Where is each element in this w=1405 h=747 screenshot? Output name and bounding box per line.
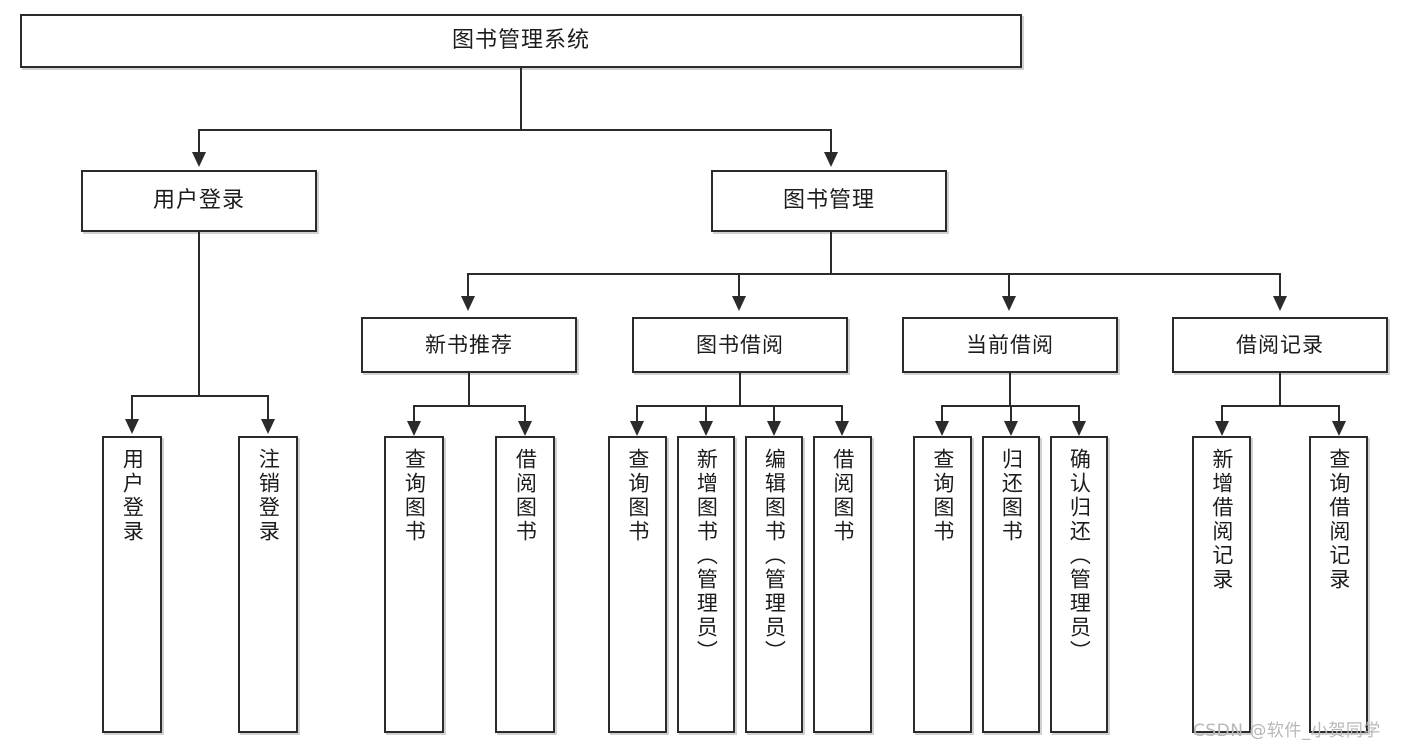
node-leaf-confirm-return[interactable]: 确认归还（管理员） bbox=[1050, 436, 1108, 733]
connector-root-stem bbox=[520, 68, 522, 130]
connector-book-borrow-c4 bbox=[841, 405, 843, 423]
connector-current-borrow-c1 bbox=[941, 405, 943, 423]
arrowhead-borrow-record bbox=[1273, 296, 1287, 311]
node-borrow-record-label: 借阅记录 bbox=[1236, 332, 1324, 357]
node-leaf-user-login-label: 用户登录 bbox=[120, 448, 145, 544]
connector-to-borrow-record bbox=[1279, 273, 1281, 299]
connector-book-borrow-stem bbox=[739, 373, 741, 406]
node-book-borrow-label: 图书借阅 bbox=[696, 332, 784, 357]
arrowhead-user-login bbox=[192, 152, 206, 167]
arrowhead-leaf-user-login bbox=[125, 419, 139, 434]
node-new-book-rec-label: 新书推荐 bbox=[425, 332, 513, 357]
node-leaf-query-book-3-label: 查询图书 bbox=[930, 448, 955, 544]
connector-book-manage-stem bbox=[830, 232, 832, 274]
connector-current-borrow-c2 bbox=[1010, 405, 1012, 423]
node-leaf-edit-book[interactable]: 编辑图书（管理员） bbox=[745, 436, 803, 733]
node-current-borrow-label: 当前借阅 bbox=[966, 332, 1054, 357]
node-leaf-query-book-1[interactable]: 查询图书 bbox=[384, 436, 444, 733]
node-user-login-label: 用户登录 bbox=[152, 188, 245, 214]
node-leaf-query-book-2[interactable]: 查询图书 bbox=[608, 436, 667, 733]
node-borrow-record[interactable]: 借阅记录 bbox=[1172, 317, 1388, 373]
node-leaf-add-book-label: 新增图书（管理员） bbox=[694, 448, 719, 664]
arrowhead-leaf-query-book-1 bbox=[407, 421, 421, 436]
node-leaf-user-logout-label: 注销登录 bbox=[256, 448, 281, 544]
node-leaf-confirm-return-label: 确认归还（管理员） bbox=[1067, 448, 1092, 664]
arrowhead-leaf-edit-book bbox=[767, 421, 781, 436]
node-user-login[interactable]: 用户登录 bbox=[81, 170, 317, 232]
connector-new-book-rec-c2 bbox=[524, 405, 526, 423]
connector-borrow-record-bus bbox=[1221, 405, 1340, 407]
node-current-borrow[interactable]: 当前借阅 bbox=[902, 317, 1118, 373]
node-leaf-borrow-book-1-label: 借阅图书 bbox=[513, 448, 538, 544]
connector-root-to-book-manage bbox=[830, 129, 832, 155]
node-leaf-borrow-book-2[interactable]: 借阅图书 bbox=[813, 436, 872, 733]
node-new-book-rec[interactable]: 新书推荐 bbox=[361, 317, 577, 373]
arrowhead-leaf-add-book bbox=[699, 421, 713, 436]
connector-new-book-rec-stem bbox=[468, 373, 470, 406]
connector-current-borrow-c3 bbox=[1078, 405, 1080, 423]
connector-book-borrow-c1 bbox=[636, 405, 638, 423]
arrowhead-leaf-query-book-3 bbox=[935, 421, 949, 436]
arrowhead-leaf-borrow-book-2 bbox=[835, 421, 849, 436]
node-leaf-query-book-1-label: 查询图书 bbox=[402, 448, 427, 544]
arrowhead-leaf-return-book bbox=[1004, 421, 1018, 436]
connector-user-login-bus bbox=[131, 395, 268, 397]
node-leaf-query-record-label: 查询借阅记录 bbox=[1326, 448, 1351, 592]
connector-user-login-stem bbox=[198, 232, 200, 396]
arrowhead-leaf-user-logout bbox=[261, 419, 275, 434]
node-root[interactable]: 图书管理系统 bbox=[20, 14, 1022, 68]
node-leaf-add-book[interactable]: 新增图书（管理员） bbox=[677, 436, 735, 733]
arrowhead-book-manage bbox=[824, 152, 838, 167]
node-leaf-edit-book-label: 编辑图书（管理员） bbox=[762, 448, 787, 664]
connector-root-to-user-login bbox=[198, 129, 200, 155]
connector-book-borrow-c2 bbox=[705, 405, 707, 423]
connector-borrow-record-stem bbox=[1279, 373, 1281, 406]
arrowhead-leaf-query-record bbox=[1332, 421, 1346, 436]
node-book-manage-label: 图书管理 bbox=[782, 188, 875, 214]
connector-borrow-record-c1 bbox=[1221, 405, 1223, 423]
node-leaf-query-record[interactable]: 查询借阅记录 bbox=[1309, 436, 1368, 733]
connector-book-manage-bus bbox=[467, 273, 1281, 275]
connector-current-borrow-stem bbox=[1009, 373, 1011, 406]
node-leaf-return-book[interactable]: 归还图书 bbox=[982, 436, 1040, 733]
arrowhead-current-borrow bbox=[1002, 296, 1016, 311]
arrowhead-leaf-confirm-return bbox=[1072, 421, 1086, 436]
node-book-manage[interactable]: 图书管理 bbox=[711, 170, 947, 232]
node-book-borrow[interactable]: 图书借阅 bbox=[632, 317, 848, 373]
node-leaf-borrow-book-1[interactable]: 借阅图书 bbox=[495, 436, 555, 733]
connector-book-borrow-bus bbox=[636, 405, 843, 407]
node-leaf-return-book-label: 归还图书 bbox=[999, 448, 1024, 544]
connector-to-current-borrow bbox=[1008, 273, 1010, 299]
connector-new-book-rec-c1 bbox=[413, 405, 415, 423]
connector-borrow-record-c2 bbox=[1338, 405, 1340, 423]
arrowhead-leaf-query-book-2 bbox=[630, 421, 644, 436]
arrowhead-new-book-rec bbox=[461, 296, 475, 311]
arrowhead-book-borrow bbox=[732, 296, 746, 311]
connector-to-new-book-rec bbox=[467, 273, 469, 299]
node-leaf-borrow-book-2-label: 借阅图书 bbox=[830, 448, 855, 544]
connector-user-login-left bbox=[131, 395, 133, 421]
node-leaf-add-record-label: 新增借阅记录 bbox=[1209, 448, 1234, 592]
arrowhead-leaf-borrow-book-1 bbox=[518, 421, 532, 436]
connector-to-book-borrow bbox=[738, 273, 740, 299]
connector-root-bus bbox=[198, 129, 832, 131]
connector-new-book-rec-bus bbox=[413, 405, 526, 407]
connector-user-login-right bbox=[267, 395, 269, 421]
node-leaf-query-book-2-label: 查询图书 bbox=[625, 448, 650, 544]
node-leaf-user-login[interactable]: 用户登录 bbox=[102, 436, 162, 733]
node-leaf-query-book-3[interactable]: 查询图书 bbox=[913, 436, 972, 733]
node-leaf-user-logout[interactable]: 注销登录 bbox=[238, 436, 298, 733]
node-leaf-add-record[interactable]: 新增借阅记录 bbox=[1192, 436, 1251, 733]
arrowhead-leaf-add-record bbox=[1215, 421, 1229, 436]
connector-book-borrow-c3 bbox=[773, 405, 775, 423]
node-root-label: 图书管理系统 bbox=[451, 28, 590, 54]
